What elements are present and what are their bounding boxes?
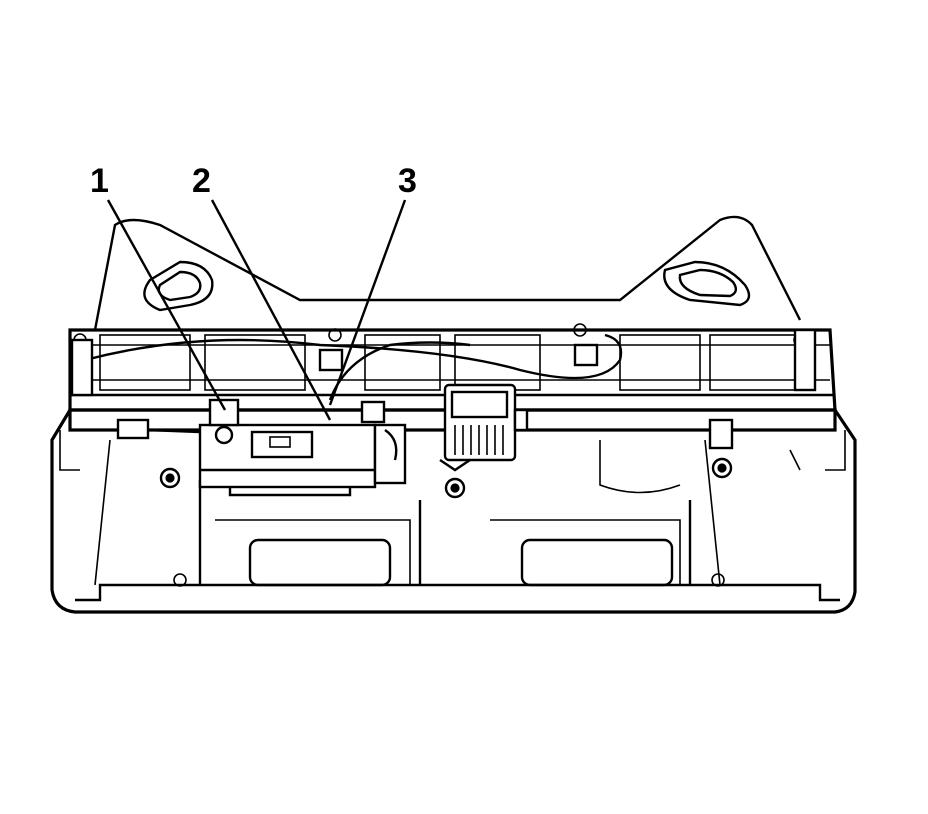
callout-label-2: 2 — [192, 162, 211, 200]
cross-bar — [68, 408, 837, 450]
leader-lines — [106, 199, 407, 421]
rear-shell — [93, 215, 802, 331]
module-tray — [68, 323, 837, 412]
leader-line-3 — [328, 199, 407, 406]
callout-label-1: 1 — [90, 162, 109, 200]
leader-line-2 — [210, 199, 332, 421]
center-module — [198, 398, 407, 497]
callout-label-3: 3 — [398, 162, 417, 200]
floor-panel — [50, 409, 857, 614]
grille-module — [439, 383, 529, 472]
leader-line-1 — [106, 199, 227, 411]
